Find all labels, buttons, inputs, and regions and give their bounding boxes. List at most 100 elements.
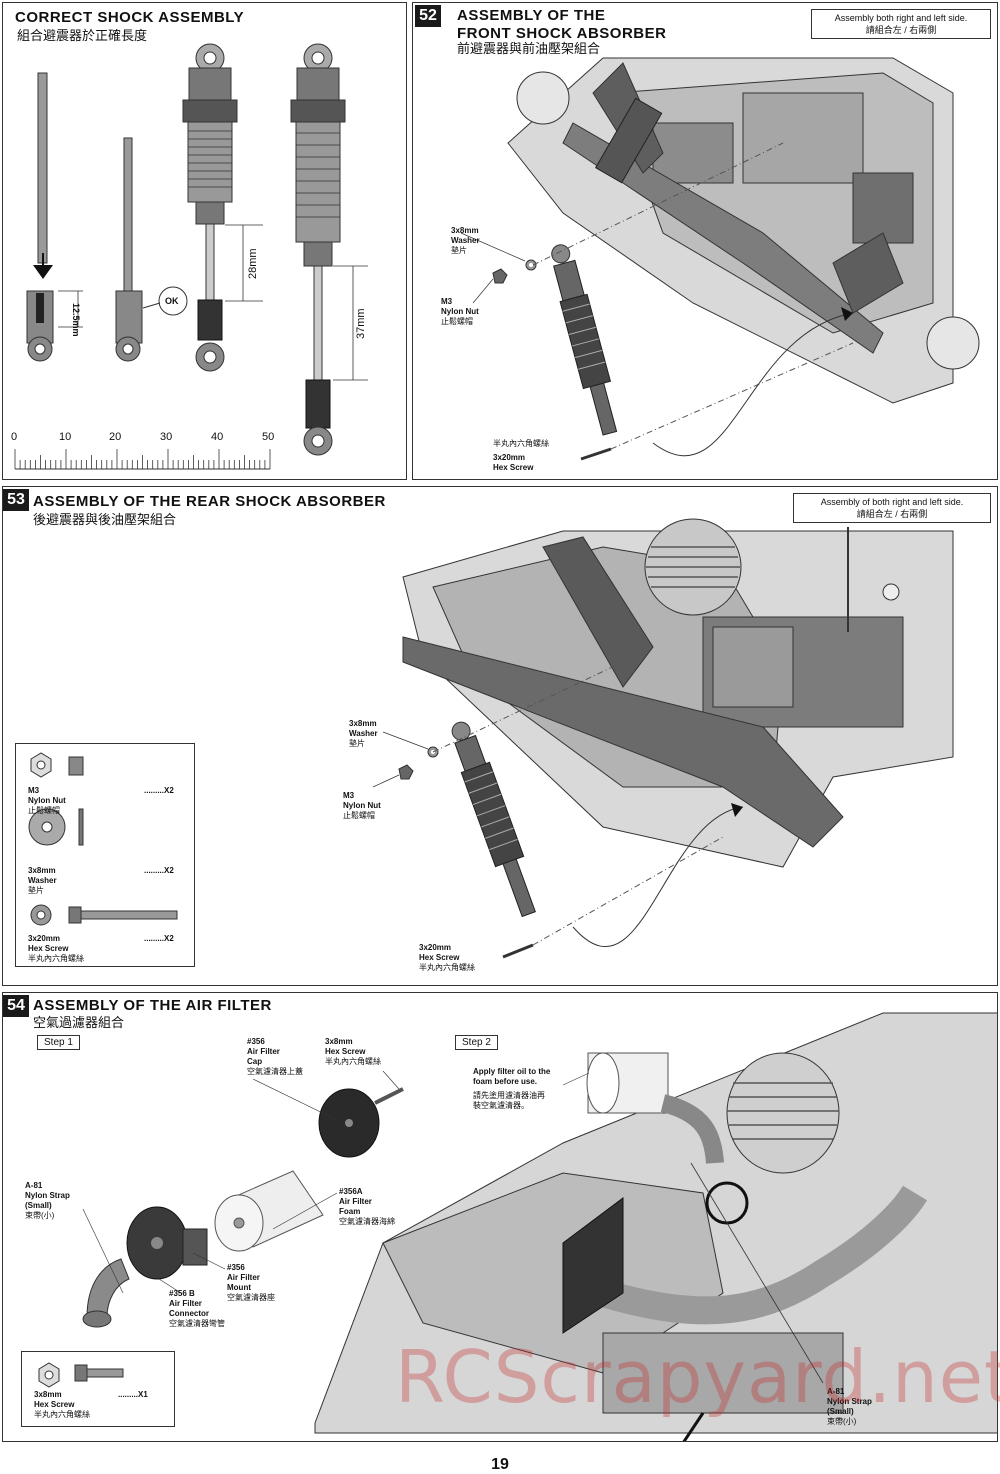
- oil-note-en-2: foam before use.: [473, 1077, 538, 1086]
- ruler: 0 10 20 30 40 50: [11, 431, 281, 473]
- panel-correct-shock: CORRECT SHOCK ASSEMBLY 組合避震器於正確長度: [2, 2, 407, 480]
- connector-name-1: Air Filter: [169, 1299, 202, 1308]
- step53-nut-label: M3 Nylon Nut 止鬆螺帽: [343, 791, 381, 821]
- strap-name: Nylon Strap: [25, 1191, 70, 1200]
- step53-nut-cn: 止鬆螺帽: [343, 811, 375, 820]
- step54-parts-screw-cn: 半丸內六角螺絲: [34, 1410, 90, 1419]
- step54-step1-label: Step 1: [37, 1035, 80, 1050]
- mount-part-no: #356: [227, 1263, 245, 1272]
- parts-washer-name: Washer: [28, 876, 57, 885]
- step54-parts-screw-size: 3x8mm: [34, 1390, 62, 1399]
- ok-label: OK: [165, 296, 179, 306]
- step52-washer-label: 3x8mm Washer 墊片: [451, 226, 480, 256]
- parts-washer-qty-value: X2: [164, 866, 174, 875]
- parts-screw-size: 3x20mm: [28, 934, 61, 943]
- air-filter-cap-label: #356 Air Filter Cap 空氣濾清器上蓋: [247, 1037, 303, 1077]
- step53-note: Assembly of both right and left side. 請組…: [793, 493, 991, 523]
- cap-screw-size: 3x8mm: [325, 1037, 353, 1046]
- filter-oil-note: Apply filter oil to the foam before use.…: [473, 1067, 550, 1111]
- step52-title-line1: ASSEMBLY OF THE: [457, 7, 606, 24]
- step54-parts-screw-label: 3x8mm Hex Screw 半丸內六角螺絲: [34, 1390, 90, 1420]
- dim-rod-label: 12.5mm: [71, 303, 81, 337]
- step53-parts-box: M3 Nylon Nut 止鬆螺帽 .........X2 3x8mm Wash…: [15, 743, 195, 967]
- strap2-part-no: A-81: [827, 1387, 845, 1396]
- ruler-label-10: 10: [59, 431, 72, 443]
- step54-step2-label: Step 2: [455, 1035, 498, 1050]
- step53-screw-cn: 半丸內六角螺絲: [419, 963, 475, 972]
- strap2-name: Nylon Strap: [827, 1397, 872, 1406]
- strap2-cn: 束帶(小): [827, 1417, 857, 1426]
- nylon-strap-label: A-81 Nylon Strap (Small) 束帶(小): [25, 1181, 70, 1221]
- step52-washer-name: Washer: [451, 236, 480, 245]
- step53-washer-label: 3x8mm Washer 墊片: [349, 719, 378, 749]
- step52-screw-cn: 半丸內六角螺絲: [493, 439, 549, 448]
- step52-screw-name: Hex Screw: [493, 463, 534, 472]
- step54-parts-qty: .........X1: [118, 1390, 148, 1399]
- parts-screw-cn: 半丸內六角螺絲: [28, 954, 84, 963]
- parts-washer-qty: .........X2: [144, 866, 174, 875]
- parts-nut-cn: 止鬆螺帽: [28, 806, 60, 815]
- strap2-size: (Small): [827, 1407, 854, 1416]
- air-filter-connector-label: #356 B Air Filter Connector 空氣濾清器彎管: [169, 1289, 225, 1329]
- parts-washer-size: 3x8mm: [28, 866, 56, 875]
- dim-37mm-label: 37mm: [355, 308, 367, 339]
- step53-note-en: Assembly of both right and left side.: [820, 497, 964, 507]
- step53-subtitle: 後避震器與後油壓架組合: [33, 512, 177, 527]
- step53-nut-name: Nylon Nut: [343, 801, 381, 810]
- step52-title-line2: FRONT SHOCK ABSORBER: [457, 25, 667, 42]
- step-number-53: 53: [3, 489, 29, 511]
- parts-screw-name: Hex Screw: [28, 944, 69, 953]
- cap-screw-name: Hex Screw: [325, 1047, 366, 1056]
- cap-screw-cn: 半丸內六角螺絲: [325, 1057, 381, 1066]
- parts-screw-qty: .........X2: [144, 934, 174, 943]
- parts-nut-qty-value: X2: [164, 786, 174, 795]
- step53-title: ASSEMBLY OF THE REAR SHOCK ABSORBER: [33, 493, 386, 510]
- strap-part-no: A-81: [25, 1181, 43, 1190]
- step52-washer-cn: 墊片: [451, 246, 467, 255]
- step52-washer-size: 3x8mm: [451, 226, 479, 235]
- foam-name-2: Foam: [339, 1207, 361, 1216]
- step-number-52: 52: [415, 5, 441, 27]
- step52-screw-size: 3x20mm: [493, 453, 526, 462]
- step54-title: ASSEMBLY OF THE AIR FILTER: [33, 997, 272, 1014]
- foam-cn: 空氣濾清器海綿: [339, 1217, 395, 1226]
- step53-screw-label: 3x20mm Hex Screw 半丸內六角螺絲: [419, 943, 475, 973]
- parts-screw-label: 3x20mm Hex Screw 半丸內六角螺絲: [28, 934, 84, 964]
- oil-note-cn-2: 裝空氣濾清器。: [473, 1101, 529, 1110]
- parts-nut-qty: .........X2: [144, 786, 174, 795]
- front-chassis-illustration: [460, 57, 980, 461]
- step53-screw-size: 3x20mm: [419, 943, 452, 952]
- ruler-scale: [14, 449, 271, 470]
- panel-step-54: 54 ASSEMBLY OF THE AIR FILTER 空氣過濾器組合 St…: [2, 992, 998, 1442]
- parts-washer-label: 3x8mm Washer 墊片: [28, 866, 57, 896]
- panel-step-52: 52 ASSEMBLY OF THE FRONT SHOCK ABSORBER …: [412, 2, 998, 480]
- page-number: 19: [491, 1456, 509, 1473]
- oil-note-cn-1: 請先塗用濾清器油再: [473, 1091, 545, 1100]
- shock-rod-diagram: [26, 43, 368, 456]
- step53-washer-name: Washer: [349, 729, 378, 738]
- panel-step-53: 53 ASSEMBLY OF THE REAR SHOCK ABSORBER 後…: [2, 486, 998, 986]
- step54-parts-screw-name: Hex Screw: [34, 1400, 75, 1409]
- step53-screw-name: Hex Screw: [419, 953, 460, 962]
- step54-subtitle: 空氣過濾器組合: [33, 1015, 125, 1030]
- step52-note-en: Assembly both right and left side.: [834, 13, 968, 23]
- strap-cn: 束帶(小): [25, 1211, 55, 1220]
- parts-nut-size: M3: [28, 786, 40, 795]
- mount-name-1: Air Filter: [227, 1273, 260, 1282]
- step52-note: Assembly both right and left side. 請組合左 …: [811, 9, 991, 39]
- nylon-strap-step2-label: A-81 Nylon Strap (Small) 束帶(小): [827, 1387, 872, 1427]
- correct-shock-subtitle: 組合避震器於正確長度: [17, 28, 148, 43]
- oil-note-en-1: Apply filter oil to the: [473, 1067, 551, 1076]
- step52-nut-size: M3: [441, 297, 453, 306]
- correct-shock-title: CORRECT SHOCK ASSEMBLY: [15, 9, 245, 26]
- connector-part-no: #356 B: [169, 1289, 195, 1298]
- foam-part-no: #356A: [339, 1187, 363, 1196]
- step52-subtitle: 前避震器與前油壓架組合: [457, 41, 601, 56]
- connector-name-2: Connector: [169, 1309, 209, 1318]
- cap-name-1: Air Filter: [247, 1047, 280, 1056]
- cap-screw-label: 3x8mm Hex Screw 半丸內六角螺絲: [325, 1037, 381, 1067]
- strap-size: (Small): [25, 1201, 52, 1210]
- cap-cn: 空氣濾清器上蓋: [247, 1067, 303, 1076]
- watermark: RCScrapyard.net: [395, 1335, 1000, 1419]
- step53-washer-cn: 墊片: [349, 739, 365, 748]
